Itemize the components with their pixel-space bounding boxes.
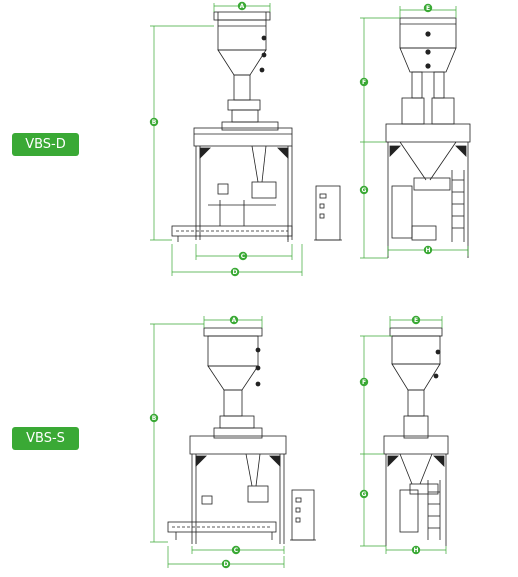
svg-text:D: D [224,561,229,568]
vbs-d-front-view [171,11,342,242]
svg-text:E: E [426,5,430,12]
svg-text:G: G [362,187,367,194]
dim-c-marker-s: C [231,545,241,555]
dim-d-marker-d: D [230,267,240,277]
vbs-d-label: VBS-D [12,133,79,156]
dim-g-marker-d: G [359,185,369,195]
svg-text:A: A [240,3,245,10]
svg-text:C: C [241,253,246,260]
svg-text:F: F [362,379,366,386]
vbs-d-side-view [385,17,471,258]
dim-d-marker-s: D [221,559,231,569]
dim-h-marker-s: H [411,545,421,555]
dim-e-marker-s: E [411,315,421,325]
vbs-s-side-dimensions [360,316,447,554]
svg-text:H: H [413,547,418,554]
dim-a-marker-d: A [237,1,247,11]
svg-text:B: B [152,415,157,422]
dim-h-marker-d: H [423,245,433,255]
svg-text:D: D [233,269,238,276]
vbs-s-side-view [383,327,449,546]
svg-text:B: B [152,119,157,126]
svg-text:G: G [362,491,367,498]
svg-text:E: E [414,317,418,324]
dim-a-marker-s: A [229,315,239,325]
svg-text:C: C [234,547,239,554]
dim-g-marker-s: G [359,489,369,499]
dim-b-marker-s: B [149,413,159,423]
vbs-d-front-dimensions [150,3,303,276]
dim-c-marker-d: C [238,251,248,261]
dim-f-marker-d: F [359,77,369,87]
dim-e-marker-d: E [423,3,433,13]
svg-text:A: A [232,317,237,324]
dim-f-marker-s: F [359,377,369,387]
vbs-s-front-dimensions [150,316,285,568]
vbs-s-label: VBS-S [12,427,79,450]
svg-text:H: H [425,247,430,254]
dim-b-marker-d: B [149,117,159,127]
svg-text:F: F [362,79,366,86]
vbs-s-front-view [167,327,316,544]
